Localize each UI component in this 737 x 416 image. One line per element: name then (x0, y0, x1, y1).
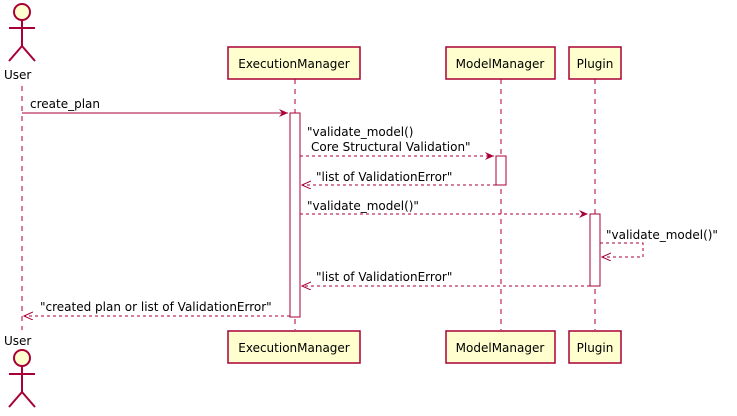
message-label-line1: "validate_model() (307, 125, 413, 139)
participant-plugin-top: Plugin (568, 46, 622, 80)
participant-execution-manager-bottom: ExecutionManager (227, 330, 361, 364)
participant-label: ExecutionManager (238, 57, 350, 71)
message-label: "created plan or list of ValidationError… (40, 300, 272, 314)
activation-execution-manager (289, 112, 301, 318)
participant-label: ExecutionManager (238, 341, 350, 355)
message-create-plan: create_plan (22, 97, 288, 117)
message-validate-model-plugin: "validate_model()" (300, 199, 588, 218)
participant-execution-manager-top: ExecutionManager (227, 46, 361, 80)
message-validate-model-core: "validate_model() Core Structural Valida… (300, 125, 494, 160)
participant-model-manager-top: ModelManager (445, 46, 556, 80)
message-label-line2: Core Structural Validation" (311, 140, 471, 154)
message-return-user: "created plan or list of ValidationError… (24, 300, 290, 316)
participant-label: Plugin (577, 57, 614, 71)
message-label: "list of ValidationError" (316, 170, 452, 184)
message-validate-model-self: "validate_model()" (600, 228, 718, 257)
participant-label: Plugin (577, 341, 614, 355)
participant-plugin-bottom: Plugin (568, 330, 622, 364)
participant-model-manager-bottom: ModelManager (445, 330, 556, 364)
participant-label: ModelManager (456, 341, 545, 355)
message-label: "validate_model()" (606, 228, 718, 242)
actor-head (13, 3, 31, 21)
message-label: create_plan (30, 97, 100, 111)
actor-user-label-bottom: User (4, 334, 31, 348)
message-label: "list of ValidationError" (316, 270, 452, 284)
participant-label: ModelManager (456, 57, 545, 71)
message-return-plugin: "list of ValidationError" (302, 270, 590, 286)
actor-user-label-top: User (4, 68, 31, 82)
actor-user-top: User (4, 3, 36, 82)
message-label: "validate_model()" (307, 199, 419, 213)
activation-model-manager (495, 155, 507, 186)
message-return-model-manager: "list of ValidationError" (302, 170, 496, 185)
actor-user-bottom: User (4, 334, 36, 408)
actor-head (13, 349, 31, 367)
activation-plugin (589, 213, 601, 287)
